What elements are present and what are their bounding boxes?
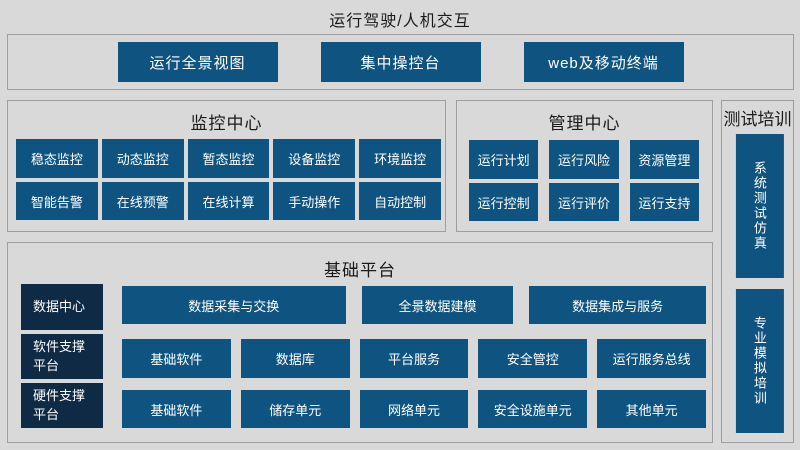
base-platform-row-3: 基础软件 储存单元 网络单元 安全设施单元 其他单元 <box>122 390 706 428</box>
tile-professional-simulation-training-label: 专业模拟培训 <box>751 316 767 406</box>
tile-security-facility-unit[interactable]: 安全设施单元 <box>478 390 588 428</box>
tile-panorama-view[interactable]: 运行全景视图 <box>117 42 278 82</box>
tile-transient-monitoring[interactable]: 暂态监控 <box>187 139 270 178</box>
tile-online-calculation[interactable]: 在线计算 <box>187 182 270 220</box>
base-platform-row-2: 基础软件 数据库 平台服务 安全管控 运行服务总线 <box>122 339 706 378</box>
tile-panorama-data-modeling[interactable]: 全景数据建模 <box>361 286 514 324</box>
monitoring-row-1: 稳态监控 动态监控 暂态监控 设备监控 环境监控 <box>16 139 441 178</box>
category-hardware-support-platform: 硬件支撑平台 <box>21 383 103 428</box>
monitoring-center-title: 监控中心 <box>190 114 263 133</box>
base-platform-categories: 数据中心 软件支撑平台 硬件支撑平台 <box>21 284 103 428</box>
tile-platform-services[interactable]: 平台服务 <box>359 339 469 378</box>
management-center-panel: 管理中心 运行计划 运行风险 资源管理 运行控制 运行评价 运行支持 <box>456 100 713 232</box>
test-training-panel: 测试培训 系统测试仿真 专业模拟培训 <box>721 100 794 443</box>
monitoring-row-2: 智能告警 在线预警 在线计算 手动操作 自动控制 <box>16 182 441 220</box>
tile-resource-management[interactable]: 资源管理 <box>629 140 699 179</box>
tile-central-console[interactable]: 集中操控台 <box>320 42 481 82</box>
tile-database[interactable]: 数据库 <box>240 339 350 378</box>
management-center-title: 管理中心 <box>548 114 621 133</box>
tile-online-warning[interactable]: 在线预警 <box>101 182 184 220</box>
tile-system-test-simulation-label: 系统测试仿真 <box>751 161 767 251</box>
interaction-panel: 运行全景视图 集中操控台 web及移动终端 <box>7 34 794 90</box>
tile-operation-service-bus[interactable]: 运行服务总线 <box>597 339 706 378</box>
base-platform-title: 基础平台 <box>324 261 396 280</box>
page-title: 运行驾驶/人机交互 <box>329 13 471 30</box>
tile-operation-support[interactable]: 运行支持 <box>629 183 699 221</box>
tile-operation-plan[interactable]: 运行计划 <box>469 140 539 179</box>
tile-network-unit[interactable]: 网络单元 <box>359 390 469 428</box>
tile-steady-monitoring[interactable]: 稳态监控 <box>16 139 98 178</box>
base-platform-panel: 基础平台 数据中心 软件支撑平台 硬件支撑平台 数据采集与交换 全景数据建模 数… <box>7 242 713 443</box>
tile-system-test-simulation[interactable]: 系统测试仿真 <box>735 134 784 278</box>
tile-professional-simulation-training[interactable]: 专业模拟培训 <box>735 289 784 433</box>
tile-storage-unit[interactable]: 储存单元 <box>240 390 350 428</box>
tile-operation-risk[interactable]: 运行风险 <box>549 140 619 179</box>
category-data-center: 数据中心 <box>21 284 103 330</box>
tile-basic-software[interactable]: 基础软件 <box>122 339 231 378</box>
tile-data-collection-exchange[interactable]: 数据采集与交换 <box>122 286 346 324</box>
test-training-title: 测试培训 <box>723 110 792 129</box>
tile-environment-monitoring[interactable]: 环境监控 <box>359 139 441 178</box>
tile-intelligent-alarm[interactable]: 智能告警 <box>16 182 98 220</box>
base-platform-row-1: 数据采集与交换 全景数据建模 数据集成与服务 <box>122 286 706 324</box>
tile-security-control[interactable]: 安全管控 <box>478 339 588 378</box>
tile-operation-control[interactable]: 运行控制 <box>469 183 539 221</box>
tile-manual-operation[interactable]: 手动操作 <box>273 182 356 220</box>
tile-web-mobile[interactable]: web及移动终端 <box>523 42 684 82</box>
tile-other-unit[interactable]: 其他单元 <box>597 390 706 428</box>
tile-operation-evaluation[interactable]: 运行评价 <box>549 183 619 221</box>
tile-basic-software-hw[interactable]: 基础软件 <box>122 390 231 428</box>
management-row-1: 运行计划 运行风险 资源管理 <box>469 140 699 179</box>
tile-data-integration-services[interactable]: 数据集成与服务 <box>529 286 706 324</box>
management-row-2: 运行控制 运行评价 运行支持 <box>469 183 699 221</box>
tile-dynamic-monitoring[interactable]: 动态监控 <box>101 139 184 178</box>
tile-automatic-control[interactable]: 自动控制 <box>359 182 441 220</box>
category-software-support-platform: 软件支撑平台 <box>21 334 103 379</box>
tile-equipment-monitoring[interactable]: 设备监控 <box>273 139 356 178</box>
monitoring-center-panel: 监控中心 稳态监控 动态监控 暂态监控 设备监控 环境监控 智能告警 在线预警 … <box>7 100 446 232</box>
